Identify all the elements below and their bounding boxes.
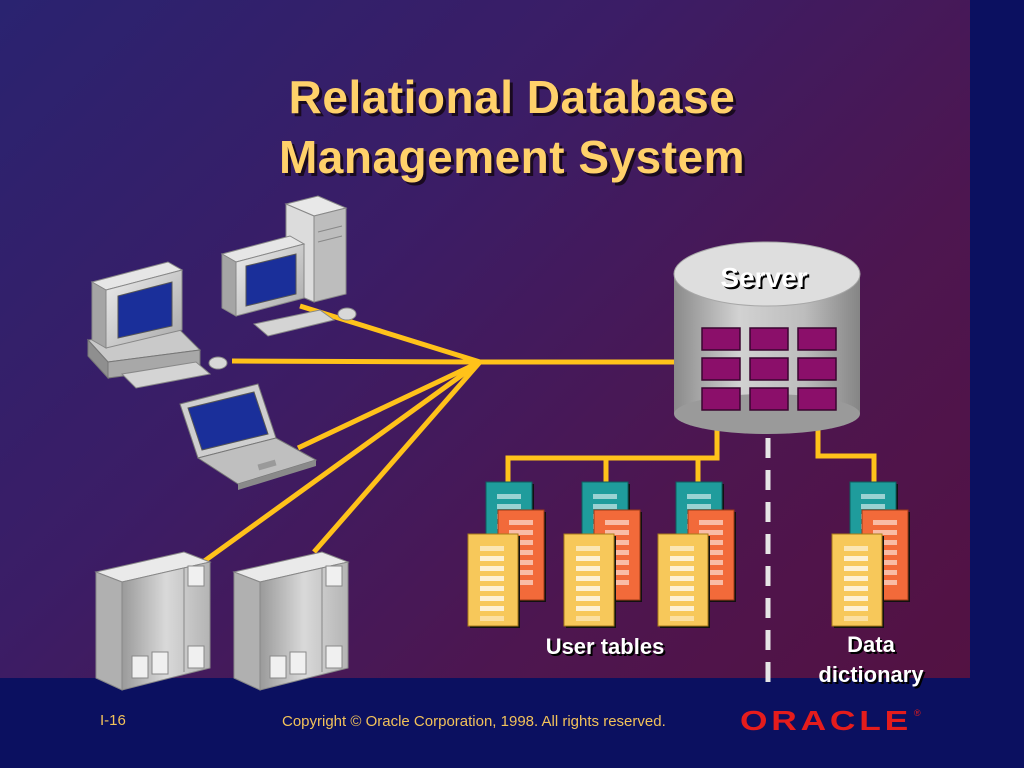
mainframe-server-icon bbox=[94, 551, 212, 691]
connector-mainframe-2 bbox=[312, 360, 482, 554]
server-label: Server bbox=[720, 262, 808, 293]
user-tables-label: User tables bbox=[545, 634, 665, 659]
laptop-icon bbox=[179, 383, 318, 490]
bottom-border-band bbox=[0, 678, 1024, 768]
server-cylinder bbox=[673, 241, 861, 434]
data-dictionary-label-line-1: Data bbox=[847, 632, 895, 657]
oracle-logo: ORACLE ® bbox=[740, 705, 921, 736]
connector-mainframe-1 bbox=[201, 359, 482, 565]
right-border-band bbox=[970, 0, 1024, 768]
connector-desktop-1 bbox=[231, 358, 481, 365]
user-table-stack-icon-2 bbox=[564, 482, 642, 628]
network-connectors bbox=[201, 303, 676, 565]
slide-number: I-16 bbox=[100, 712, 126, 729]
data-dictionary-label-line-2: dictionary bbox=[818, 662, 924, 687]
slide-title-line-1: Relational Database bbox=[288, 71, 736, 123]
connector-laptop bbox=[296, 359, 482, 451]
desktop-computer-icon bbox=[86, 261, 228, 389]
data-dictionary-label: Data dictionary bbox=[796, 630, 946, 690]
connector-desktop-2 bbox=[299, 303, 481, 365]
user-table-stack-icon-3 bbox=[658, 482, 736, 628]
desktop-tower-computer-icon bbox=[220, 195, 357, 337]
oracle-logo-text: ORACLE bbox=[740, 705, 912, 736]
server-table-grid bbox=[701, 327, 837, 411]
slide-title-line-2: Management System bbox=[278, 131, 746, 183]
copyright-notice: Copyright © Oracle Corporation, 1998. Al… bbox=[282, 713, 666, 730]
mainframe-server-icon-2 bbox=[232, 551, 350, 691]
data-dictionary-stack-icon bbox=[832, 482, 910, 628]
user-table-stack-icon-1 bbox=[468, 482, 546, 628]
registered-mark: ® bbox=[914, 708, 921, 718]
